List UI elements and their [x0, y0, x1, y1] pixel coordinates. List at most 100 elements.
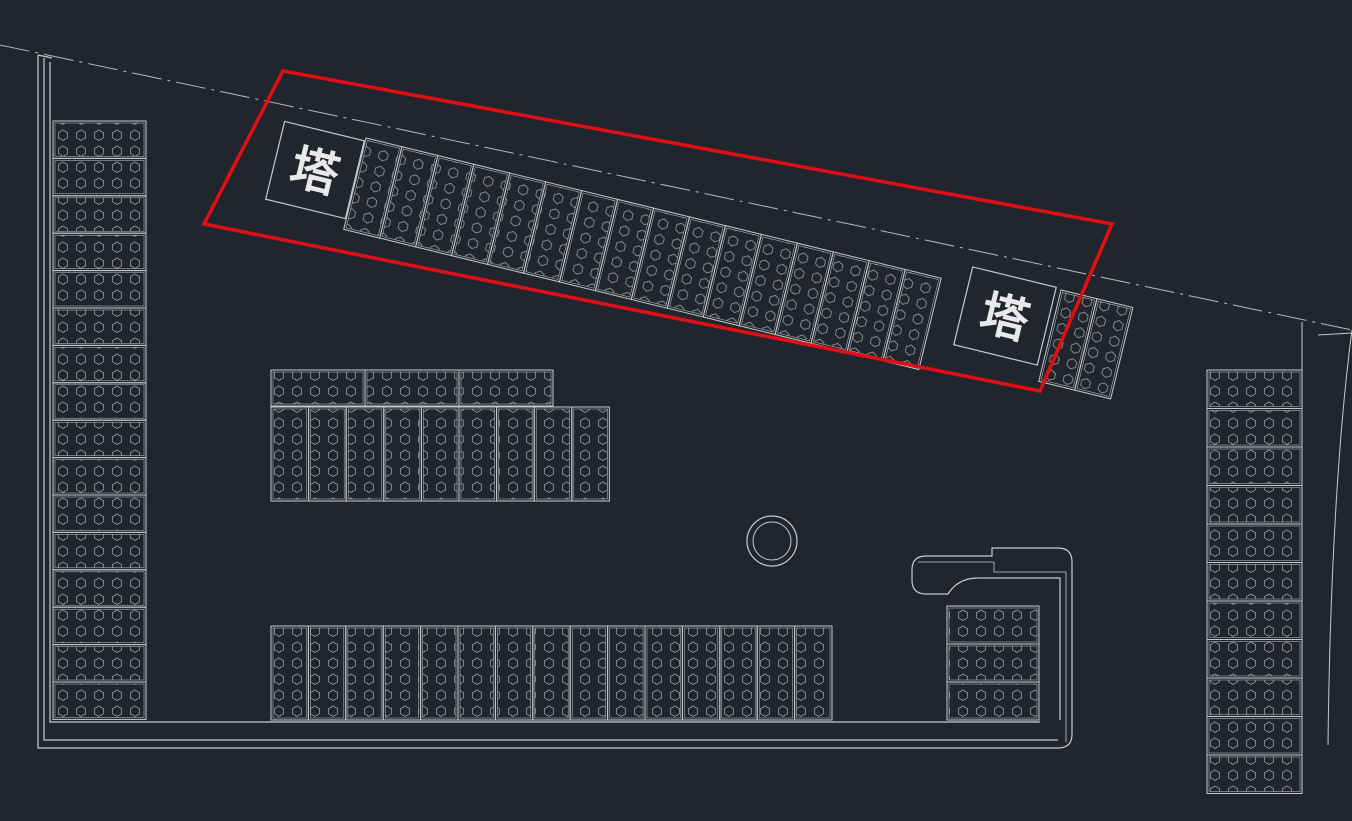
panel-module [55, 422, 144, 456]
panel-module [949, 684, 1037, 718]
panel-inner-frame [777, 245, 832, 342]
panel-inner-frame [54, 309, 145, 344]
panel-module [273, 409, 307, 499]
panel-inner-frame [1040, 292, 1095, 388]
panel-group-middle-bottom-row [270, 406, 610, 502]
panel-frame [1206, 754, 1303, 794]
panel-module [55, 571, 144, 606]
panel-module [382, 149, 436, 245]
panel-module [1209, 449, 1300, 484]
panel-group-diagonal-row [343, 137, 942, 371]
panel-inner-frame [54, 646, 145, 681]
panel-inner-frame [54, 384, 145, 419]
panel-module [1209, 603, 1300, 638]
panel-inner-frame [347, 408, 383, 500]
panel-module [1209, 564, 1300, 599]
panel-inner-frame [721, 627, 756, 719]
panel-group-bottom-row [270, 625, 833, 721]
panel-inner-frame [534, 627, 569, 719]
panel-frame [1074, 298, 1134, 400]
panel-module [705, 228, 760, 324]
panel-inner-frame [54, 571, 145, 606]
panel-module [669, 219, 724, 315]
panel-module [1209, 372, 1300, 407]
tower-box-right: 塔 [953, 266, 1057, 366]
panel-module [347, 628, 382, 718]
panel-inner-frame [741, 236, 796, 333]
panel-module [367, 372, 457, 404]
circle-marker [746, 515, 798, 567]
panel-frame [458, 369, 554, 407]
panel-group-right-column [1206, 369, 1303, 794]
panel-module [461, 409, 495, 499]
panel-inner-frame [948, 607, 1038, 643]
panel-module [489, 175, 544, 271]
panel-inner-frame [1208, 487, 1301, 523]
panel-module [418, 157, 472, 254]
panel-module [55, 609, 144, 643]
panel-module [273, 372, 363, 404]
tower-box-left: 塔 [264, 120, 366, 220]
panel-inner-frame [54, 421, 145, 456]
panel-module [55, 459, 144, 493]
panel-inner-frame [535, 408, 571, 500]
panel-inner-frame [758, 627, 793, 719]
panel-inner-frame [347, 627, 382, 719]
panel-module [1209, 680, 1300, 715]
panel-module [55, 684, 144, 718]
panel-inner-frame [54, 683, 145, 718]
panel-module [385, 409, 420, 499]
panel-module [849, 263, 903, 359]
panel-module [423, 409, 457, 499]
panel-module [561, 192, 616, 289]
panel-inner-frame [573, 408, 608, 500]
panel-module [1209, 487, 1300, 522]
panel-module [813, 254, 867, 350]
site-boundary [37, 54, 1058, 749]
panel-module [461, 372, 551, 404]
panel-module [310, 628, 344, 718]
panel-module [759, 628, 793, 718]
panel-module [1041, 292, 1095, 388]
panel-module [741, 236, 795, 333]
panel-module [55, 646, 144, 680]
panel-inner-frame [705, 227, 760, 324]
panel-module [777, 245, 831, 341]
panel-inner-frame [1208, 371, 1301, 407]
panel-inner-frame [460, 408, 495, 500]
panel-inner-frame [796, 627, 831, 719]
panel-inner-frame [54, 459, 145, 494]
panel-module [609, 628, 643, 718]
solar-panel-groups [52, 120, 1303, 794]
panel-module [346, 140, 400, 236]
panel-module [498, 409, 533, 499]
panel-module [348, 409, 382, 499]
panel-inner-frame [310, 627, 345, 719]
panel-module [55, 497, 144, 531]
panel-module [55, 272, 144, 306]
panel-module [55, 197, 144, 232]
panel-inner-frame [633, 210, 688, 307]
panel-frame [571, 406, 610, 502]
panel-module [1077, 301, 1131, 397]
panel-inner-frame [1208, 641, 1301, 677]
property-boundary-line [0, 44, 1352, 331]
panel-module [597, 201, 652, 298]
panel-inner-frame [669, 218, 724, 315]
panel-module [949, 646, 1037, 680]
panel-inner-frame [1208, 564, 1301, 600]
panel-inner-frame [54, 608, 145, 643]
panel-inner-frame [381, 148, 436, 245]
panel-inner-frame [571, 627, 606, 719]
panel-group-diagonal-end [1038, 289, 1134, 400]
panel-module [1209, 718, 1300, 753]
panel-inner-frame [54, 347, 145, 382]
panel-module [647, 628, 681, 718]
panel-module [422, 628, 456, 718]
panel-group-middle-top-row [270, 369, 554, 407]
panel-inner-frame [948, 645, 1038, 681]
panel-inner-frame [609, 627, 644, 719]
panel-inner-frame [1208, 448, 1301, 484]
